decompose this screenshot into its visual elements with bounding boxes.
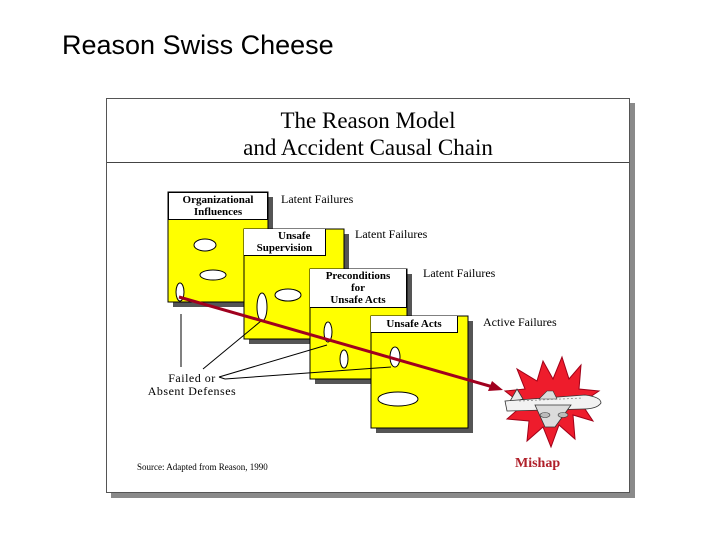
layer-label-line: Unsafe Acts xyxy=(330,294,386,306)
hole xyxy=(377,391,419,407)
slide-title: Reason Swiss Cheese xyxy=(62,30,334,60)
hole xyxy=(339,349,349,369)
airplane-icon xyxy=(504,388,602,428)
source-note: Source: Adapted from Reason, 1990 xyxy=(137,462,268,472)
layer-label-organizational: Organizational Influences xyxy=(168,192,268,220)
causal-chain-arrow xyxy=(178,295,503,391)
hole xyxy=(274,288,302,302)
layer-label-line: Preconditions xyxy=(325,270,391,282)
hole xyxy=(199,269,227,281)
figure-title-line1: The Reason Model xyxy=(280,108,456,133)
layer-card-unsafe-acts xyxy=(370,315,473,433)
failure-label-unsafe-acts: Active Failures xyxy=(483,315,557,329)
layer-label-preconditions: Preconditions for Unsafe Acts xyxy=(310,269,407,308)
layer-label-line: Organizational xyxy=(182,194,254,206)
layer-label-supervision: Unsafe Supervision xyxy=(244,229,326,256)
defenses-label: Failed or Absent Defenses xyxy=(147,372,237,398)
failure-label-organizational: Latent Failures xyxy=(281,192,354,206)
failure-label-preconditions: Latent Failures xyxy=(423,266,496,280)
layer-label-line: for xyxy=(350,282,366,294)
layer-label-line: Supervision xyxy=(256,242,313,254)
mishap-label: Mishap xyxy=(515,456,561,471)
figure-title: The Reason Model and Accident Causal Cha… xyxy=(107,99,629,163)
hole xyxy=(193,238,217,252)
reason-model-figure: The Reason Model and Accident Causal Cha… xyxy=(106,98,630,493)
layer-label-line: Influences xyxy=(193,206,243,218)
hole xyxy=(256,292,268,322)
defenses-label-line1: Failed or xyxy=(168,371,216,385)
failure-label-supervision: Latent Failures xyxy=(355,227,428,241)
layer-label-unsafe-acts: Unsafe Acts xyxy=(371,316,458,333)
layer-label-line: Unsafe xyxy=(278,230,311,242)
defense-pointer-lines xyxy=(180,314,392,380)
defenses-label-line2: Absent Defenses xyxy=(147,384,237,398)
hole xyxy=(323,321,333,343)
figure-title-line2: and Accident Causal Chain xyxy=(243,135,493,160)
layer-label-line: Unsafe Acts xyxy=(386,318,442,330)
